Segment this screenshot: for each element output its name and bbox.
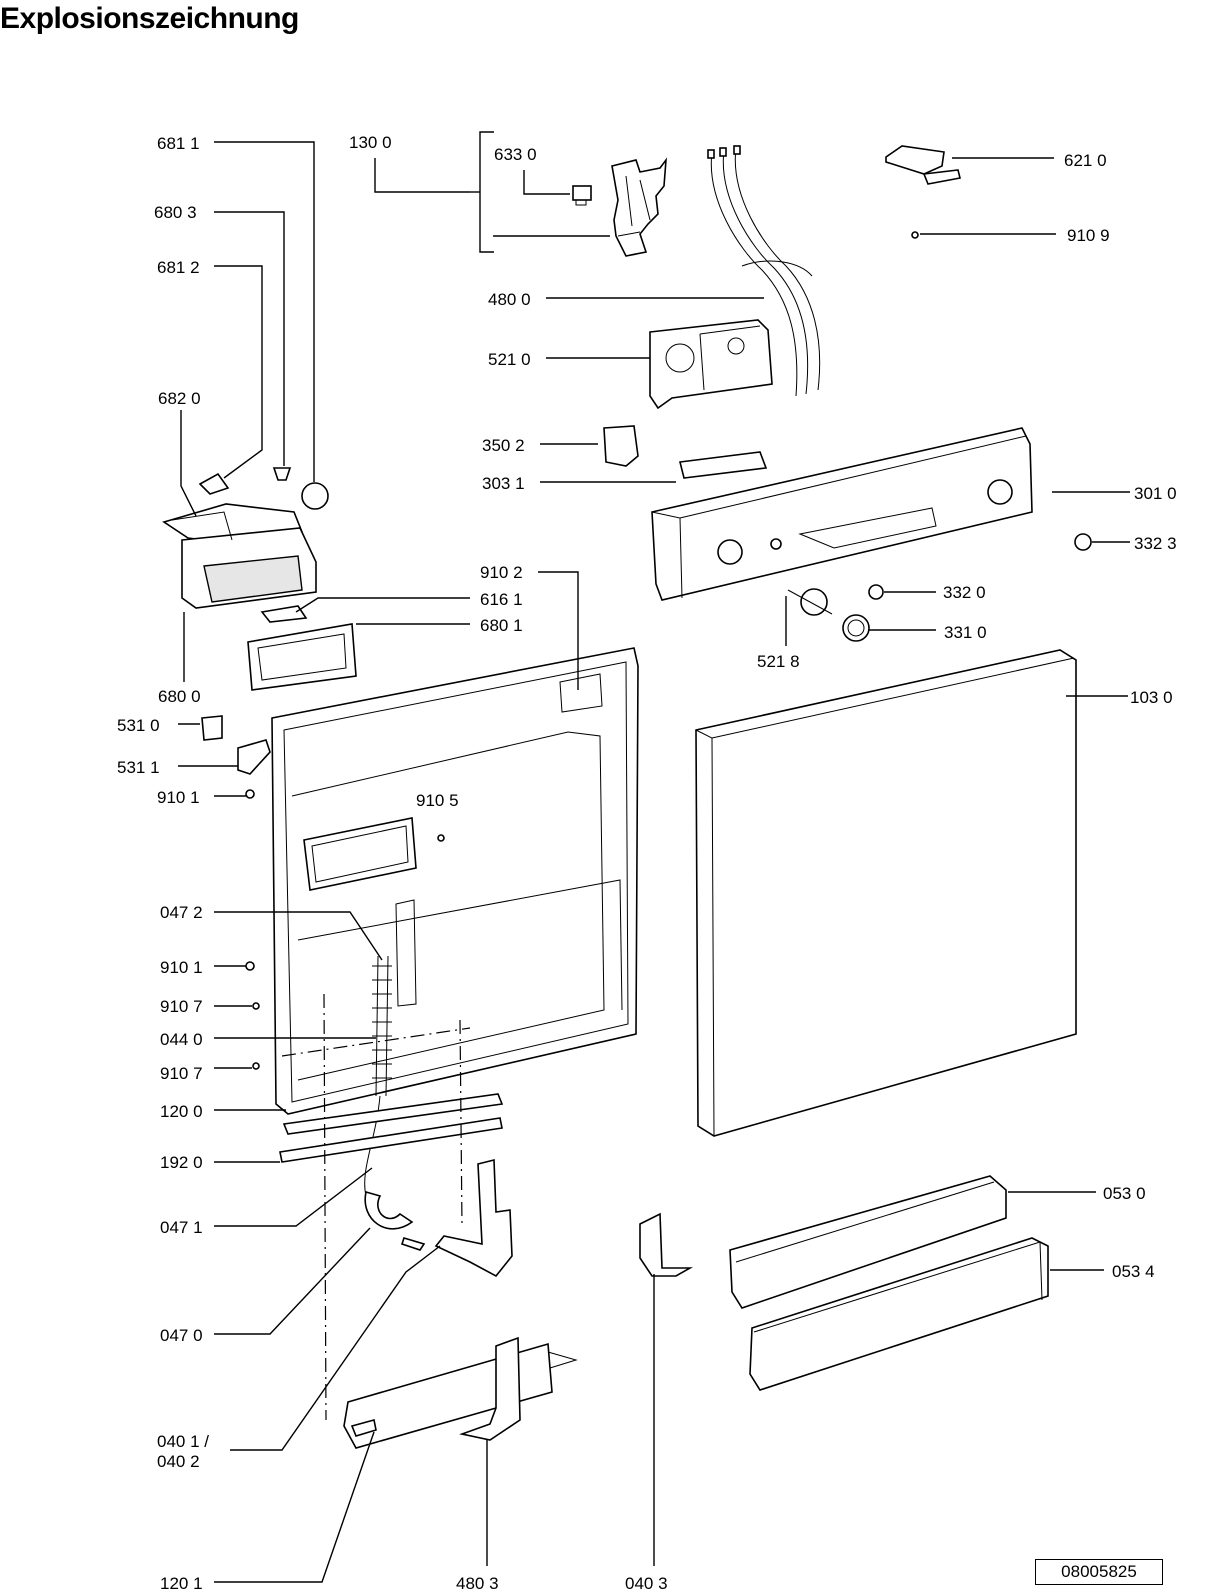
label-910-1-a: 910 1 xyxy=(157,788,200,807)
label-301-0: 301 0 xyxy=(1134,484,1177,503)
label-680-1: 680 1 xyxy=(480,616,523,635)
part-hinge-bracket-040 xyxy=(434,1158,694,1278)
page-title: Explosionszeichnung xyxy=(0,2,299,35)
screw-910-7b xyxy=(252,1062,260,1070)
label-680-0: 680 0 xyxy=(158,687,201,706)
label-910-9: 910 9 xyxy=(1067,226,1110,245)
label-681-2: 681 2 xyxy=(157,258,200,277)
part-621 xyxy=(885,145,961,185)
part-door-latch-130 xyxy=(611,157,668,257)
label-303-1: 303 1 xyxy=(482,474,525,493)
part-332-3 xyxy=(1074,533,1092,551)
label-521-8: 521 8 xyxy=(757,652,800,671)
part-spring-044 xyxy=(364,955,392,1197)
label-120-1: 120 1 xyxy=(160,1574,203,1589)
label-350-2: 350 2 xyxy=(482,436,525,455)
label-682-0: 682 0 xyxy=(158,389,201,408)
label-910-2: 910 2 xyxy=(480,563,523,582)
label-531-0: 531 0 xyxy=(117,716,160,735)
label-910-7-b: 910 7 xyxy=(160,1064,203,1083)
label-044-0: 044 0 xyxy=(160,1030,203,1049)
label-910-7-a: 910 7 xyxy=(160,997,203,1016)
part-bottom-rail-120-1 xyxy=(343,1336,578,1449)
part-332-0 xyxy=(868,584,884,600)
label-332-3: 332 3 xyxy=(1134,534,1177,553)
part-inner-door-frame xyxy=(271,647,639,1115)
screw-910-9 xyxy=(911,231,919,239)
part-door-panel-103 xyxy=(695,649,1077,1137)
part-knob-331 xyxy=(842,614,870,642)
label-120-0: 120 0 xyxy=(160,1102,203,1121)
part-button-strip-303 xyxy=(679,451,768,479)
label-192-0: 192 0 xyxy=(160,1153,203,1172)
label-480-0: 480 0 xyxy=(488,290,531,309)
label-680-3: 680 3 xyxy=(154,203,197,222)
label-040-3: 040 3 xyxy=(625,1574,668,1589)
drawing-number-box: 08005825 xyxy=(1035,1559,1163,1585)
screw-910-7a xyxy=(252,1002,260,1010)
part-531-0 xyxy=(201,715,223,741)
label-332-0: 332 0 xyxy=(943,583,986,602)
label-040-2: 040 2 xyxy=(157,1452,200,1471)
label-053-0: 053 0 xyxy=(1103,1184,1146,1203)
part-rail-120 xyxy=(282,1093,504,1135)
label-331-0: 331 0 xyxy=(944,623,987,642)
part-350 xyxy=(603,425,639,467)
label-053-4: 053 4 xyxy=(1112,1262,1155,1281)
part-hinge-047 xyxy=(364,1190,414,1230)
label-910-5: 910 5 xyxy=(416,791,459,810)
label-633-0: 633 0 xyxy=(494,145,537,164)
label-910-1-b: 910 1 xyxy=(160,958,203,977)
label-616-1: 616 1 xyxy=(480,590,523,609)
label-103-0: 103 0 xyxy=(1130,688,1173,707)
label-521-0: 521 0 xyxy=(488,350,531,369)
part-616 xyxy=(260,605,308,623)
part-kickplate-053 xyxy=(729,1175,1049,1391)
label-040-1: 040 1 / xyxy=(157,1432,209,1451)
label-681-1: 681 1 xyxy=(157,134,200,153)
screw-910-1a xyxy=(245,789,255,799)
label-047-1: 047 1 xyxy=(160,1218,203,1237)
screw-910-1b xyxy=(245,961,255,971)
screw-910-5 xyxy=(437,834,445,842)
part-switch-521-8 xyxy=(787,588,833,616)
part-strip-192 xyxy=(279,1117,503,1163)
label-480-3: 480 3 xyxy=(456,1574,499,1589)
label-047-0: 047 0 xyxy=(160,1326,203,1345)
part-531-1 xyxy=(237,739,271,775)
label-047-2: 047 2 xyxy=(160,903,203,922)
label-621-0: 621 0 xyxy=(1064,151,1107,170)
part-control-board-521 xyxy=(649,319,773,410)
label-531-1: 531 1 xyxy=(117,758,160,777)
part-control-panel-301 xyxy=(651,427,1033,601)
part-dispenser-680 xyxy=(162,467,329,609)
label-130-0: 130 0 xyxy=(349,133,392,152)
part-wiring-harness-480 xyxy=(707,145,821,397)
part-gasket-680-1 xyxy=(247,623,357,691)
leader-lines xyxy=(178,131,1130,1583)
part-switch-633 xyxy=(572,185,592,206)
